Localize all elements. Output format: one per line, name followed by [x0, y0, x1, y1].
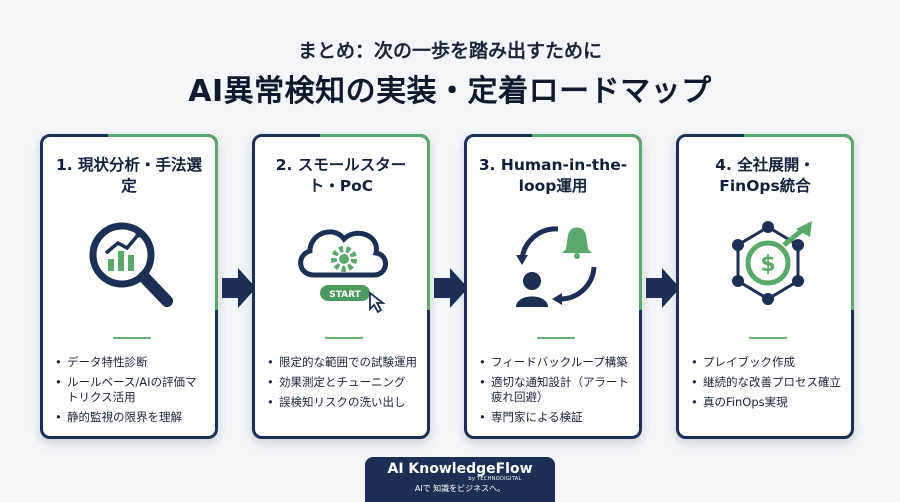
step-card-4: 4. 全社展開・FinOps統合 $ プレイブック作成 継続的な改善プロセス確立…	[676, 134, 854, 439]
divider	[325, 337, 363, 339]
list-item: ルールベース/AIの評価マトリクス活用	[55, 375, 207, 405]
list-item: 限定的な範囲での試験運用	[267, 355, 419, 370]
footer-by: by TECHNODIGITAL	[468, 476, 522, 482]
page-title: AI異常検知の実装・定着ロードマップ	[188, 74, 712, 109]
list-item: 真のFinOps実現	[691, 395, 843, 410]
list-item: プレイブック作成	[691, 355, 843, 370]
list-item: 誤検知リスクの洗い出し	[267, 395, 419, 410]
bullet-list: 限定的な範囲での試験運用 効果測定とチューニング 誤検知リスクの洗い出し	[267, 355, 419, 415]
list-item: 静的監視の限界を理解	[55, 410, 207, 425]
bullet-list: フィードバックループ構築 適切な通知設計（アラート疲れ回避） 専門家による検証	[479, 355, 631, 430]
divider	[113, 337, 151, 339]
bullet-list: データ特性診断 ルールベース/AIの評価マトリクス活用 静的監視の限界を理解	[55, 355, 207, 430]
divider	[749, 337, 787, 339]
footer-tagline: AIで 知識をビジネスへ。	[414, 484, 506, 493]
step-card-1: 1. 現状分析・手法選定 データ特性診断 ルールベース/AIの評価マトリクス活用…	[40, 134, 218, 439]
svg-text:$: $	[760, 252, 775, 277]
page-subtitle: まとめ：次の一歩を踏み出すために	[297, 40, 602, 62]
step-title: 1. 現状分析・手法選定	[55, 156, 203, 195]
list-item: フィードバックループ構築	[479, 355, 631, 370]
footer-brand-badge: AI KnowledgeFlow by TECHNODIGITAL AIで 知識…	[365, 457, 555, 502]
step-title: 4. 全社展開・FinOps統合	[715, 156, 815, 195]
bullet-list: プレイブック作成 継続的な改善プロセス確立 真のFinOps実現	[691, 355, 843, 415]
arrow-right-icon	[222, 268, 256, 308]
cloud-gear-start-icon: START	[284, 215, 404, 315]
arrow-right-icon	[646, 268, 680, 308]
arrow-right-icon	[434, 268, 468, 308]
list-item: 専門家による検証	[479, 410, 631, 425]
footer-brand: AI KnowledgeFlow	[387, 461, 533, 477]
list-item: 継続的な改善プロセス確立	[691, 375, 843, 390]
step-title: 2. スモールスタート・PoC	[275, 156, 407, 195]
person-cycle-bell-icon	[496, 215, 616, 315]
dollar-network-icon: $	[708, 215, 828, 315]
start-label: START	[329, 290, 361, 300]
divider	[537, 337, 575, 339]
step-title: 3. Human-in-the-loop運用	[478, 156, 628, 195]
step-card-3: 3. Human-in-the-loop運用 フィードバックループ構築 適切な通…	[464, 134, 642, 439]
magnifier-chart-icon	[72, 215, 192, 315]
list-item: 効果測定とチューニング	[267, 375, 419, 390]
list-item: 適切な通知設計（アラート疲れ回避）	[479, 375, 631, 405]
step-card-2: 2. スモールスタート・PoC START 限定的な範囲での試験運用 効果測定と…	[252, 134, 430, 439]
list-item: データ特性診断	[55, 355, 207, 370]
